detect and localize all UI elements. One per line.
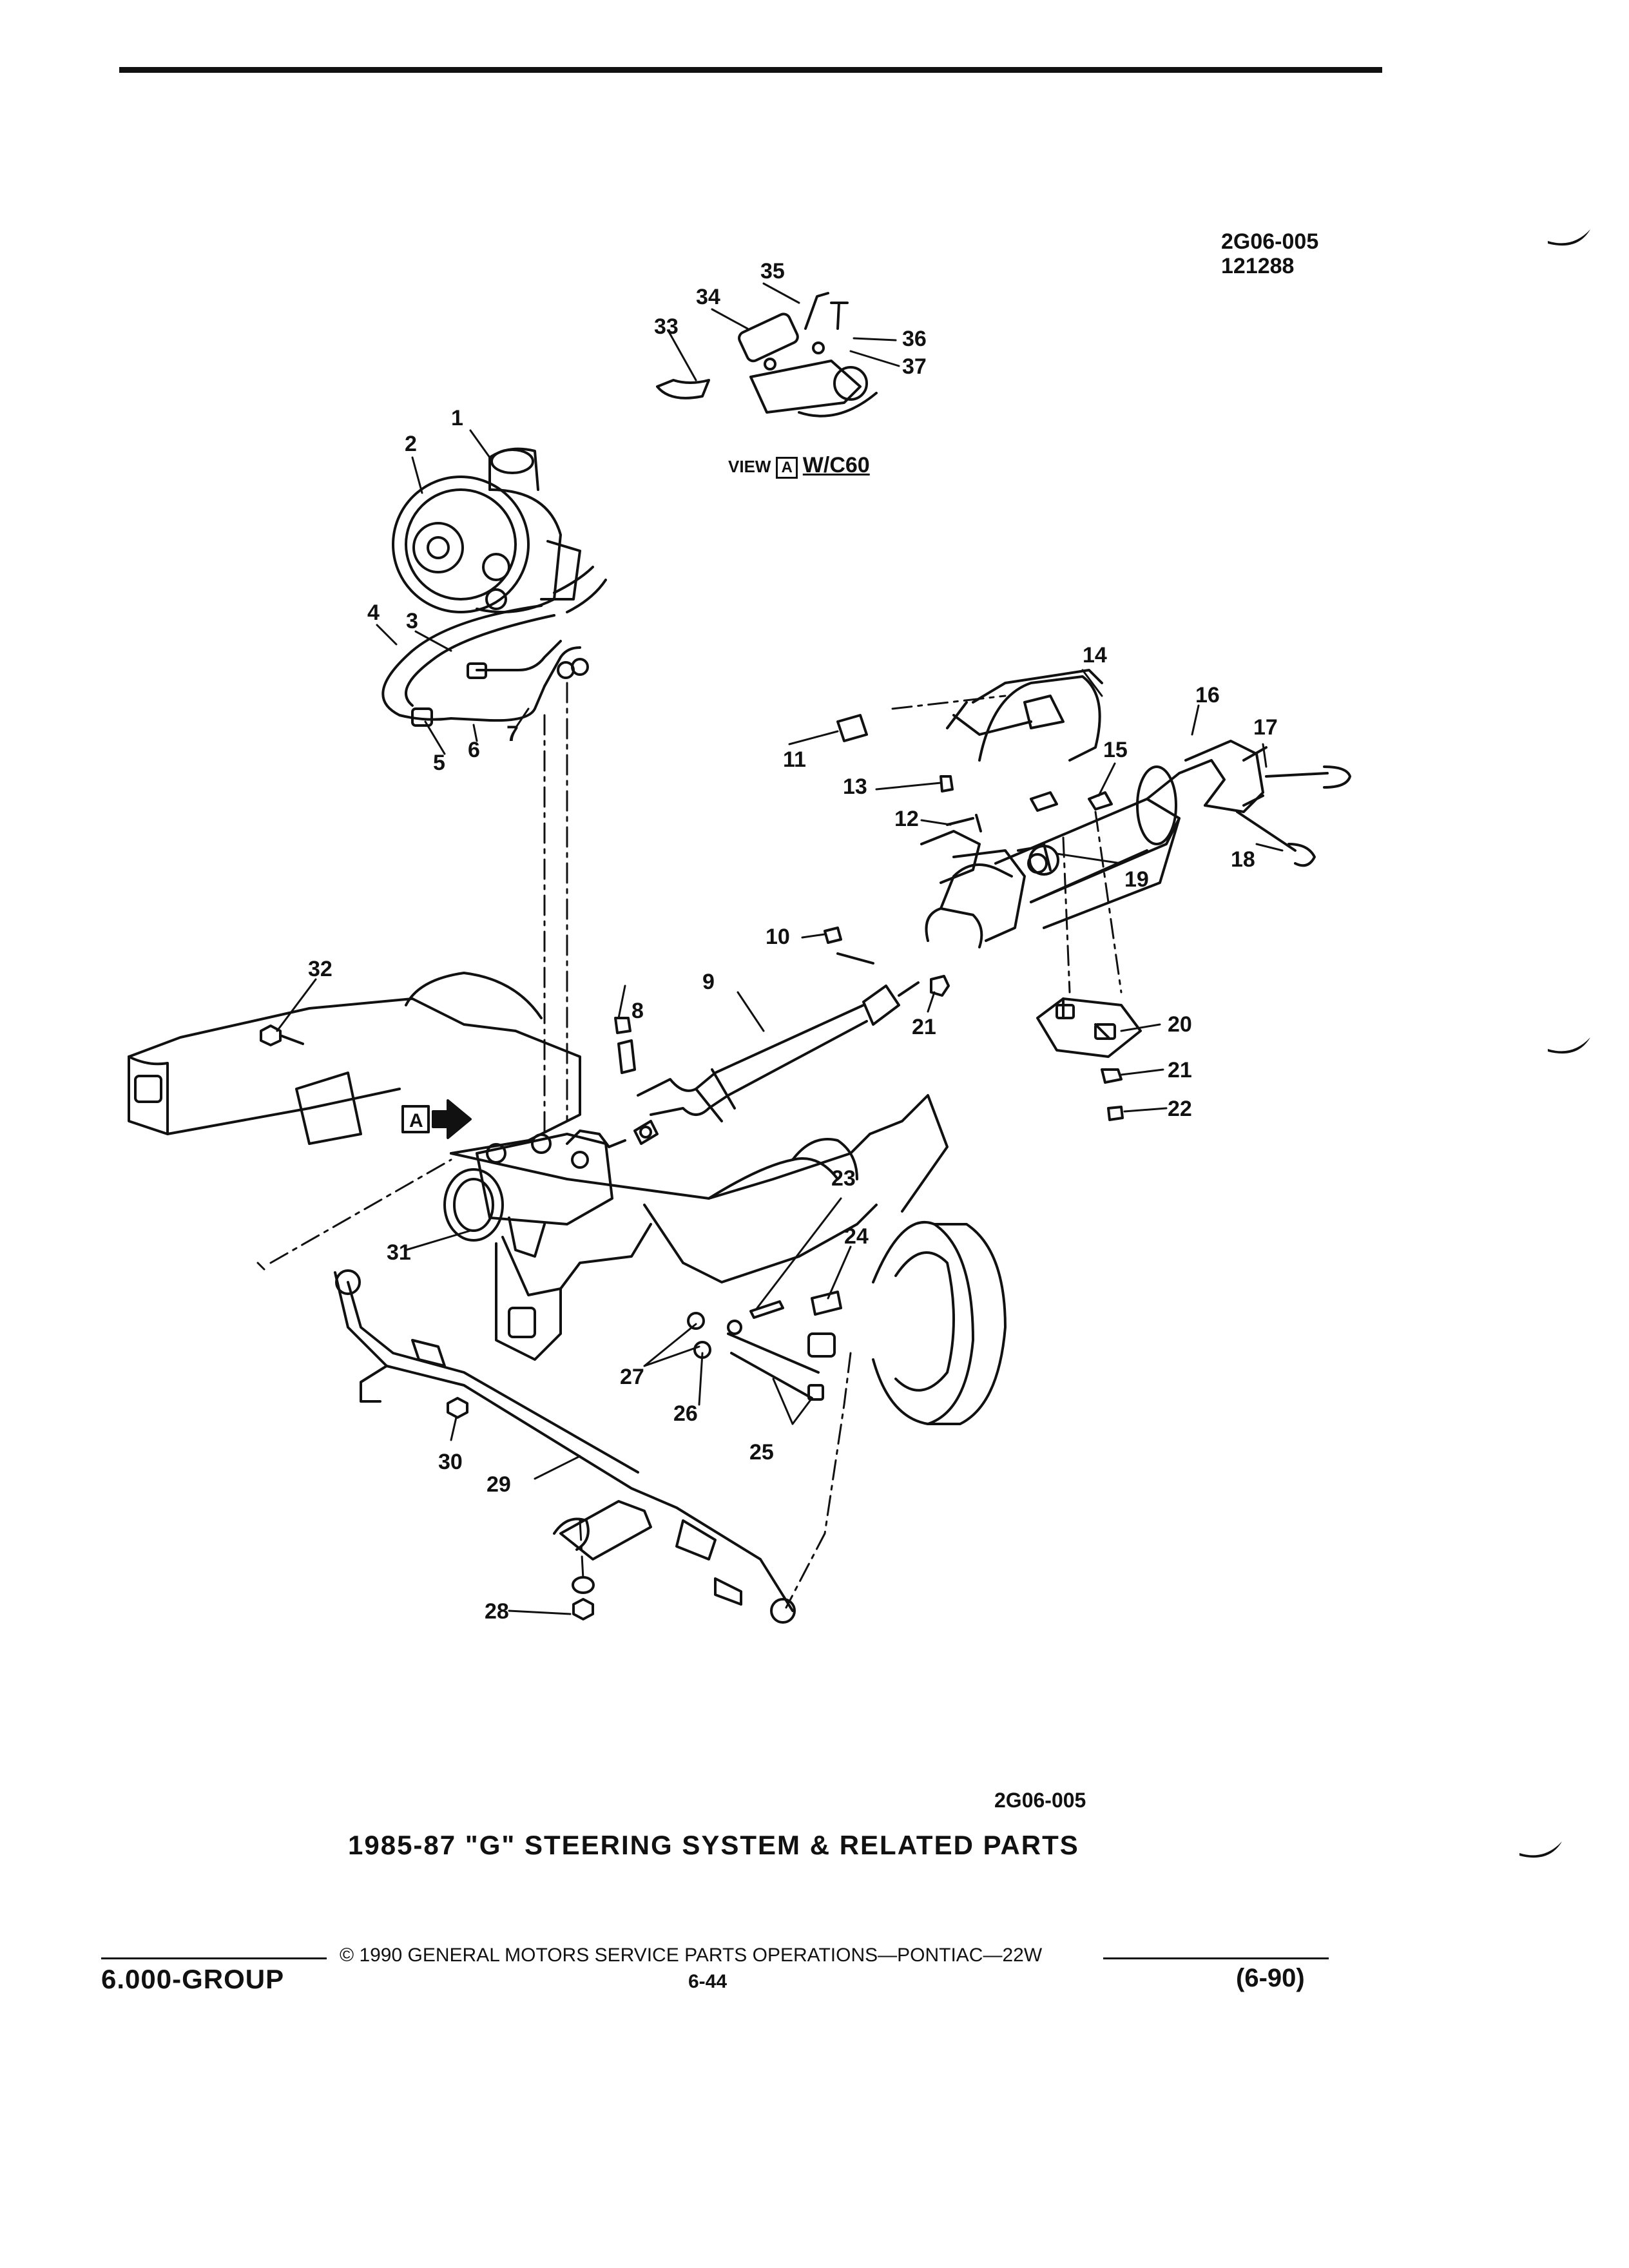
callout-10: 10 [766,925,790,949]
view-letter-box: A [776,457,798,479]
page-title: 1985-87 "G" STEERING SYSTEM & RELATED PA… [348,1830,1079,1860]
view-a-inset [656,292,878,418]
binder-mark-2 [1548,1037,1590,1054]
group-label: 6.000-GROUP [101,1964,285,1994]
hoses [381,566,607,727]
brake-rotor [872,1220,1007,1425]
footer-drawing-code: 2G06-005 [994,1789,1086,1812]
callout-2: 2 [405,432,417,456]
steering-linkage [334,1269,796,1624]
callout-28: 28 [485,1599,509,1624]
drawing-date: 121288 [1221,254,1295,278]
callout-33: 33 [654,314,679,339]
callout-26: 26 [673,1401,698,1426]
view-model: W/C60 [802,453,870,477]
drawing-code-block: 2G06-005 121288 [1221,229,1318,278]
steering-column [920,669,1268,948]
callout-25: 25 [749,1440,774,1465]
frame [128,972,949,1361]
revision-date: (6-90) [1236,1964,1305,1992]
callout-22: 22 [1168,1097,1192,1121]
callout-21a: 21 [912,1015,936,1039]
binder-mark-1 [1548,229,1590,246]
callout-20: 20 [1168,1012,1192,1037]
callout-21b: 21 [1168,1058,1192,1082]
callout-12: 12 [894,807,919,831]
arrow-marker-letter: A [409,1110,423,1131]
callout-19: 19 [1124,867,1149,892]
callout-24: 24 [844,1224,869,1249]
binder-mark-3 [1519,1841,1562,1858]
callout-32: 32 [308,957,333,981]
view-a-arrow [401,1099,472,1139]
footer-rule-right [1103,1957,1329,1959]
callout-30: 30 [438,1450,463,1474]
callout-29: 29 [487,1472,511,1497]
steering-gear [443,1129,626,1258]
callout-37: 37 [902,354,927,379]
callout-11: 11 [783,747,806,772]
drawing-code: 2G06-005 [1221,229,1319,254]
callout-3: 3 [406,609,418,633]
callout-6: 6 [468,738,480,762]
callout-1: 1 [451,406,463,430]
callout-23: 23 [831,1166,856,1191]
callout-13: 13 [843,774,867,799]
intermediate-shaft [617,952,950,1145]
alignment-lines [256,682,1123,1609]
page-number: 6-44 [688,1971,728,1992]
footer-rule-left [101,1957,327,1959]
fasteners [260,714,1351,1620]
callout-9: 9 [702,970,715,994]
copyright-line: © 1990 GENERAL MOTORS SERVICE PARTS OPER… [340,1945,1043,1966]
top-rule [119,67,1382,73]
callout-17: 17 [1253,715,1278,740]
callout-labels: 1 2 3 4 5 6 7 8 9 10 11 12 13 14 15 16 1… [308,259,1278,1624]
callout-7: 7 [506,722,519,746]
callout-5: 5 [433,751,445,775]
callout-15: 15 [1103,738,1128,762]
callout-8: 8 [631,999,644,1023]
callout-14: 14 [1083,643,1107,668]
power-steering-pump [392,447,581,613]
callout-35: 35 [760,259,785,284]
callout-27: 27 [620,1365,644,1389]
callout-18: 18 [1231,847,1255,872]
view-word: VIEW [728,457,771,476]
callout-36: 36 [902,327,927,351]
callout-31: 31 [387,1240,411,1265]
callout-4: 4 [367,601,380,625]
callout-34: 34 [696,285,720,309]
leader-lines [276,282,1284,1615]
callout-16: 16 [1195,683,1220,707]
